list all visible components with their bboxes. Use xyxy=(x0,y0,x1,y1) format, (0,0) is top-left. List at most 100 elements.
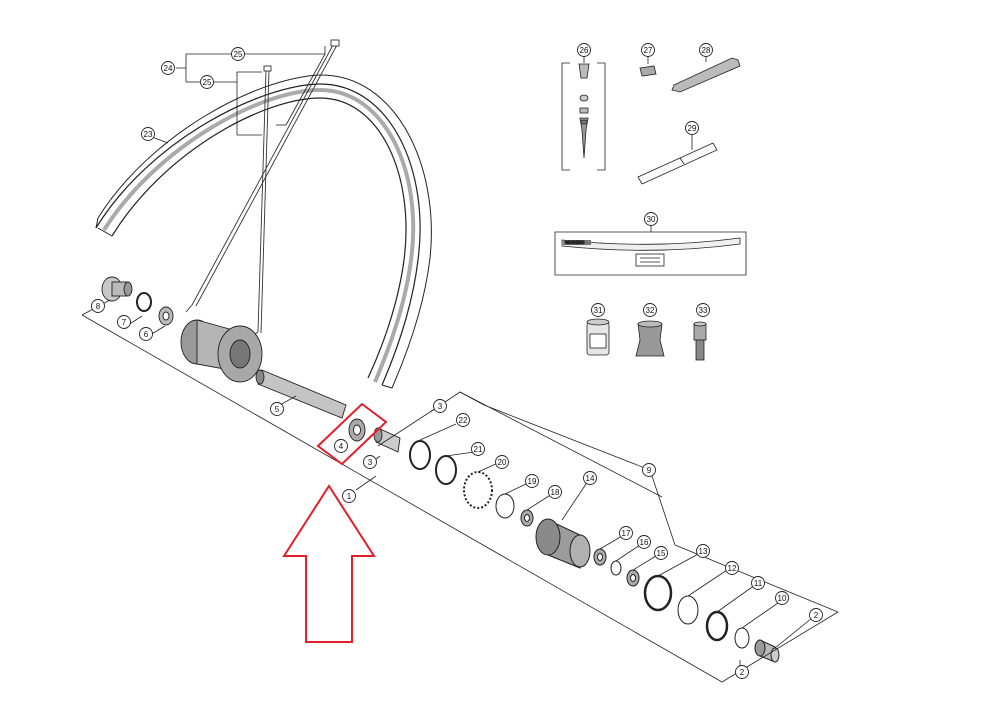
callout-circle xyxy=(637,535,651,549)
callout-label: 5 xyxy=(275,405,280,414)
callout-c15: 15 xyxy=(654,546,668,560)
callout-label: 16 xyxy=(640,538,649,547)
callout-circle xyxy=(775,591,789,605)
callout-label: 25 xyxy=(203,78,212,87)
callout-circle xyxy=(685,121,699,135)
callout-label: 25 xyxy=(234,50,243,59)
callout-c3b: 3 xyxy=(363,455,377,469)
callout-c5: 5 xyxy=(270,402,284,416)
callout-label: 23 xyxy=(144,130,153,139)
callout-c11: 11 xyxy=(751,576,765,590)
callout-label: 12 xyxy=(728,564,737,573)
callout-circle xyxy=(231,47,245,61)
accessory-33-tool xyxy=(693,321,707,361)
bearing-parts xyxy=(348,418,401,453)
callout-c2a: 2 xyxy=(735,665,749,679)
callout-circle xyxy=(696,544,710,558)
accessory-27 xyxy=(639,56,657,77)
callout-c24: 24 xyxy=(161,61,175,75)
callout-circle xyxy=(471,442,485,456)
callout-label: 3 xyxy=(438,402,443,411)
callout-c23: 23 xyxy=(141,127,155,141)
callout-c18: 18 xyxy=(548,485,562,499)
callout-label: 8 xyxy=(96,302,101,311)
callout-label: 17 xyxy=(622,529,631,538)
callout-c21: 21 xyxy=(471,442,485,456)
callout-circle xyxy=(139,327,153,341)
callout-circle xyxy=(725,561,739,575)
callout-circle xyxy=(141,127,155,141)
accessory-31-jar xyxy=(586,318,610,356)
callout-circle xyxy=(200,75,214,89)
callout-label: 3 xyxy=(368,458,373,467)
callout-label: 13 xyxy=(699,547,708,556)
callout-c27: 27 xyxy=(641,43,655,57)
accessory-32-sleeve xyxy=(635,320,665,357)
callout-circle xyxy=(699,43,713,57)
callout-label: 20 xyxy=(498,458,507,467)
callout-circle xyxy=(654,546,668,560)
callout-label: 32 xyxy=(646,306,655,315)
callout-label: 9 xyxy=(647,466,652,475)
callout-label: 11 xyxy=(754,579,763,588)
callout-circle xyxy=(548,485,562,499)
callout-c14: 14 xyxy=(583,471,597,485)
callout-circle xyxy=(619,526,633,540)
callout-circle xyxy=(117,315,131,329)
callout-circle xyxy=(809,608,823,622)
callout-circle xyxy=(91,299,105,313)
callout-circle xyxy=(641,43,655,57)
callout-circle xyxy=(342,489,356,503)
spokes xyxy=(185,39,340,337)
callout-c9: 9 xyxy=(642,463,656,477)
callout-circle xyxy=(363,455,377,469)
callout-markers: 1223345678910111213141516171819202122232… xyxy=(91,43,823,679)
callout-c1: 1 xyxy=(342,489,356,503)
callout-circle xyxy=(591,303,605,317)
callout-label: 4 xyxy=(339,442,344,451)
callout-c25b: 25 xyxy=(200,75,214,89)
callout-c29: 29 xyxy=(685,121,699,135)
callout-label: 26 xyxy=(580,46,589,55)
highlight-box xyxy=(316,402,388,466)
callout-c22: 22 xyxy=(456,413,470,427)
callout-circle xyxy=(583,471,597,485)
callout-label: 31 xyxy=(594,306,603,315)
callout-c10: 10 xyxy=(775,591,789,605)
highlight-arrow xyxy=(282,484,376,643)
callout-label: 28 xyxy=(702,46,711,55)
callout-circle xyxy=(577,43,591,57)
callout-c8: 8 xyxy=(91,299,105,313)
hub-assembly xyxy=(101,276,347,419)
callout-c12: 12 xyxy=(725,561,739,575)
callout-c19: 19 xyxy=(525,474,539,488)
callout-circle xyxy=(696,303,710,317)
callout-c28: 28 xyxy=(699,43,713,57)
callout-label: 2 xyxy=(740,668,745,677)
callout-label: 29 xyxy=(688,124,697,133)
callout-label: 15 xyxy=(657,549,666,558)
callout-c3a: 3 xyxy=(433,399,447,413)
callout-label: 22 xyxy=(459,416,468,425)
callout-c26: 26 xyxy=(577,43,591,57)
callout-circle xyxy=(495,455,509,469)
callout-c25a: 25 xyxy=(231,47,245,61)
callout-circle xyxy=(643,303,657,317)
callout-circle xyxy=(735,665,749,679)
rim xyxy=(95,74,432,389)
callout-label: 24 xyxy=(164,64,173,73)
callout-c13: 13 xyxy=(696,544,710,558)
highlight-marker xyxy=(282,402,388,643)
callout-circle xyxy=(433,399,447,413)
callout-c17: 17 xyxy=(619,526,633,540)
callout-circle xyxy=(161,61,175,75)
accessory-28-tool xyxy=(671,56,741,93)
callout-circle xyxy=(334,439,348,453)
callout-c33: 33 xyxy=(696,303,710,317)
callout-label: 6 xyxy=(144,330,149,339)
callout-circle xyxy=(270,402,284,416)
callout-label: 2 xyxy=(814,611,819,620)
callout-c6: 6 xyxy=(139,327,153,341)
